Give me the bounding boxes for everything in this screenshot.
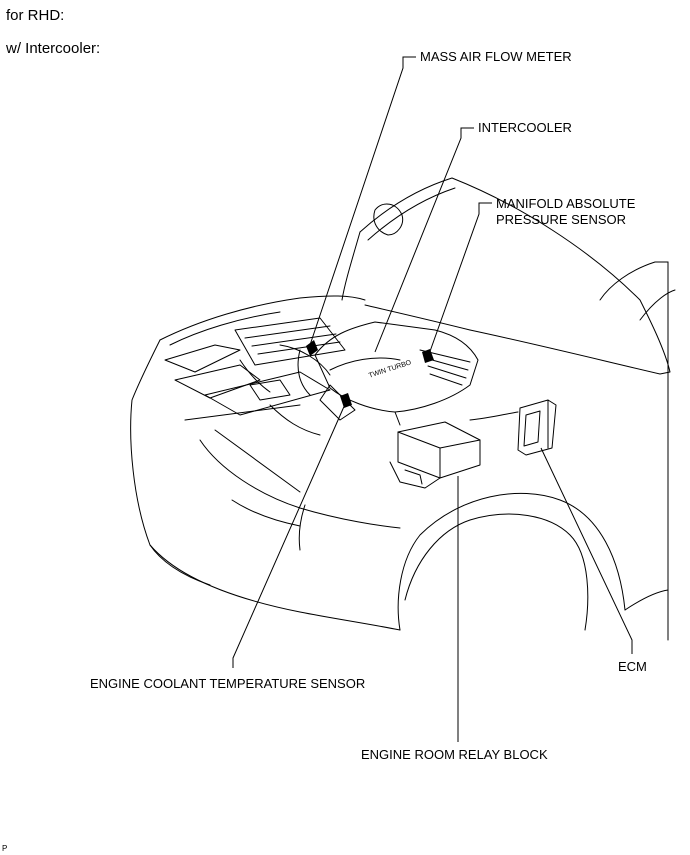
label-manifold-line2: PRESSURE SENSOR — [496, 212, 627, 227]
grille — [164, 344, 331, 421]
leader-mass-air-flow-meter — [309, 56, 416, 346]
footer-code: P — [2, 844, 8, 853]
label-manifold-line1: MANIFOLD ABSOLUTE — [496, 196, 636, 211]
intercooler-cover — [314, 321, 479, 426]
front-wheel — [397, 492, 669, 631]
ecm-unit — [517, 399, 557, 456]
windshield — [599, 261, 676, 641]
leader-lines — [232, 56, 633, 742]
label-mass-air-flow-meter: MASS AIR FLOW METER — [420, 49, 572, 64]
label-intercooler: INTERCOOLER — [478, 120, 572, 135]
leader-engine-coolant-temp-sensor — [232, 401, 347, 668]
section-subheading: w/ Intercooler: — [6, 40, 101, 57]
label-engine-coolant-temperature-sensor: ENGINE COOLANT TEMPERATURE SENSOR — [90, 676, 366, 691]
leader-manifold-absolute-pressure-sensor — [427, 202, 492, 358]
leader-ecm — [540, 447, 633, 654]
label-engine-room-relay-block: ENGINE ROOM RELAY BLOCK — [361, 747, 548, 762]
front-body — [130, 295, 401, 631]
hood — [341, 177, 671, 375]
wire-harness — [469, 411, 519, 421]
leader-intercooler — [374, 127, 474, 353]
relay-block — [389, 421, 481, 489]
label-manifold-absolute-pressure-sensor: MANIFOLD ABSOLUTE PRESSURE SENSOR — [496, 196, 635, 228]
label-ecm: ECM — [618, 659, 647, 674]
section-heading: for RHD: — [6, 7, 65, 24]
side-mirror — [373, 203, 404, 236]
